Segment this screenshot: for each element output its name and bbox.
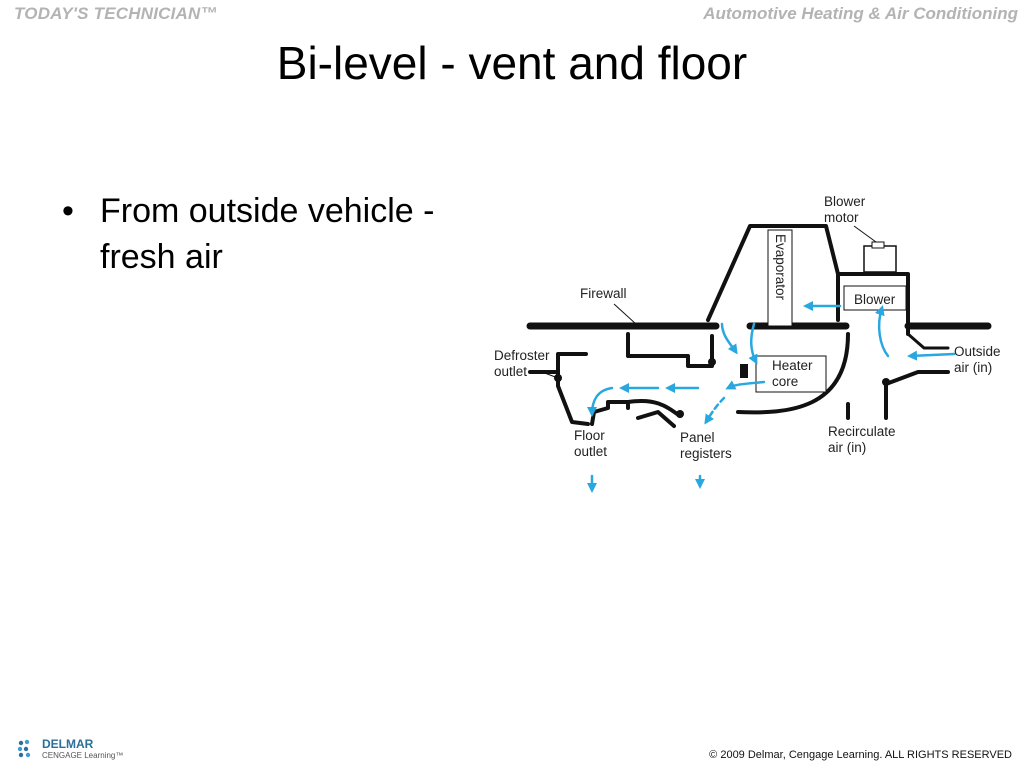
label-panel-registers-1: Panel xyxy=(680,430,715,445)
label-heater-core-1: Heater xyxy=(772,358,813,373)
header-course-title: Automotive Heating & Air Conditioning xyxy=(703,4,1018,23)
blower-motor-mount xyxy=(871,241,885,249)
floor-duct xyxy=(590,400,630,426)
label-defroster-outlet-1: Defroster xyxy=(494,348,550,363)
airflow-to-floor-outlet xyxy=(587,386,614,417)
blower-housing xyxy=(836,272,910,336)
label-blower-motor-1: Blower xyxy=(824,194,866,209)
label-blower: Blower xyxy=(854,292,896,307)
bullet-list: • From outside vehicle - fresh air xyxy=(60,188,530,280)
slide-title: Bi-level - vent and floor xyxy=(276,37,748,89)
airflow-through-evaporator xyxy=(748,322,758,365)
blend-door xyxy=(740,364,748,378)
bullet-dot-icon: • xyxy=(62,192,74,230)
heater-duct-curve xyxy=(736,332,850,415)
label-blower-motor-2: motor xyxy=(824,210,859,225)
footer-brand: DELMAR xyxy=(42,737,94,751)
label-heater-core-2: core xyxy=(772,374,798,389)
door-pivots xyxy=(554,358,890,418)
label-outside-air-1: Outside xyxy=(954,344,1001,359)
label-floor-outlet-1: Floor xyxy=(574,428,605,443)
label-floor-outlet-2: outlet xyxy=(574,444,607,459)
evaporator-box xyxy=(767,229,793,327)
airflow-panel xyxy=(704,396,726,425)
footer-copyright: © 2009 Delmar, Cengage Learning. ALL RIG… xyxy=(709,749,1012,761)
delmar-logo-icon xyxy=(17,739,31,758)
lower-duct xyxy=(556,352,590,426)
footer-brand-sub: CENGAGE Learning™ xyxy=(42,751,124,760)
upper-inner-duct xyxy=(626,332,714,368)
airflow-arrows xyxy=(587,301,956,493)
label-panel-registers-2: registers xyxy=(680,446,732,461)
diagram-labels: Blower motor Evaporator Blower Firewall … xyxy=(494,194,1001,461)
label-defroster-outlet-2: outlet xyxy=(494,364,527,379)
airflow-outside-in xyxy=(907,350,956,361)
bullet-text: From outside vehicle - fresh air xyxy=(100,192,435,276)
heater-core-box xyxy=(755,355,827,393)
blower-motor-box xyxy=(863,245,897,273)
panel-duct-lower xyxy=(636,410,676,428)
airflow-up-blower xyxy=(875,305,890,358)
outside-air-duct xyxy=(906,332,950,350)
hvac-airflow-diagram: Blower motor Evaporator Blower Firewall … xyxy=(494,194,1001,493)
evaporator-housing xyxy=(706,224,910,322)
airflow-heater-exit xyxy=(725,380,766,390)
label-firewall: Firewall xyxy=(580,286,627,301)
bullet-item: • From outside vehicle - fresh air xyxy=(60,188,530,280)
blower-box xyxy=(843,285,907,311)
leader-lines xyxy=(541,225,877,379)
recirculate-duct xyxy=(846,370,950,420)
header-brand: TODAY'S TECHNICIAN™ xyxy=(14,4,218,23)
label-recirculate-air-2: air (in) xyxy=(828,440,866,455)
duct-walls xyxy=(526,224,992,428)
label-outside-air-2: air (in) xyxy=(954,360,992,375)
airflow-down-left xyxy=(720,322,738,355)
label-evaporator: Evaporator xyxy=(773,234,788,301)
label-recirculate-air-1: Recirculate xyxy=(828,424,896,439)
